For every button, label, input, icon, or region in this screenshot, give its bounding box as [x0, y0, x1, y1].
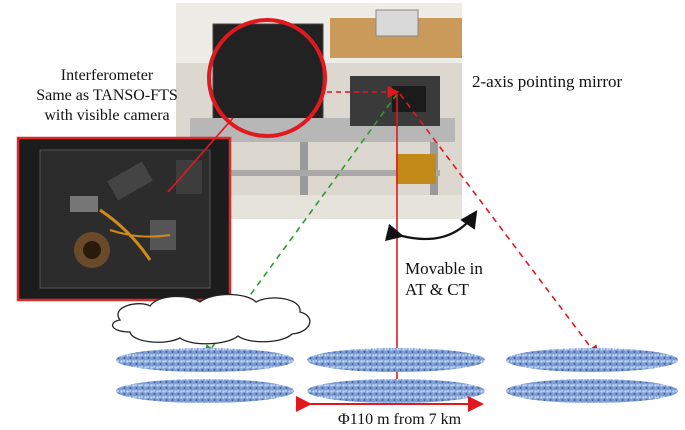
footprint-r2-c3	[506, 379, 678, 403]
interferometer-label-line2: Same as TANSO-FTS	[36, 87, 178, 104]
footprint-r1-c3	[506, 348, 678, 372]
mirror-label: 2-axis pointing mirror	[472, 72, 623, 91]
movable-label: Movable in AT & CT	[405, 258, 483, 300]
footprint-diameter-label: Φ110 m from 7 km	[338, 411, 462, 428]
inset-link-line	[167, 117, 234, 193]
movable-label-line1: Movable in	[405, 259, 483, 278]
movable-label-line2: AT & CT	[405, 280, 469, 299]
interferometer-label-line3: with visible camera	[44, 107, 170, 124]
interferometer-label-line1: Interferometer	[60, 67, 154, 84]
footprint-r2-c2	[307, 379, 485, 403]
interferometer-highlight-circle	[207, 18, 327, 138]
lab-setup-photo	[176, 3, 462, 219]
interferometer-label: Interferometer Same as TANSO-FTS with vi…	[18, 66, 196, 126]
movable-curved-arrow	[384, 210, 478, 241]
footprint-r1-c2	[307, 348, 485, 372]
red-beam-right	[399, 93, 599, 359]
footprint-r2-c1	[116, 379, 294, 403]
interferometer-photo	[16, 136, 232, 302]
footprint-r1-c1	[116, 348, 294, 372]
cloud-shape	[111, 293, 311, 345]
